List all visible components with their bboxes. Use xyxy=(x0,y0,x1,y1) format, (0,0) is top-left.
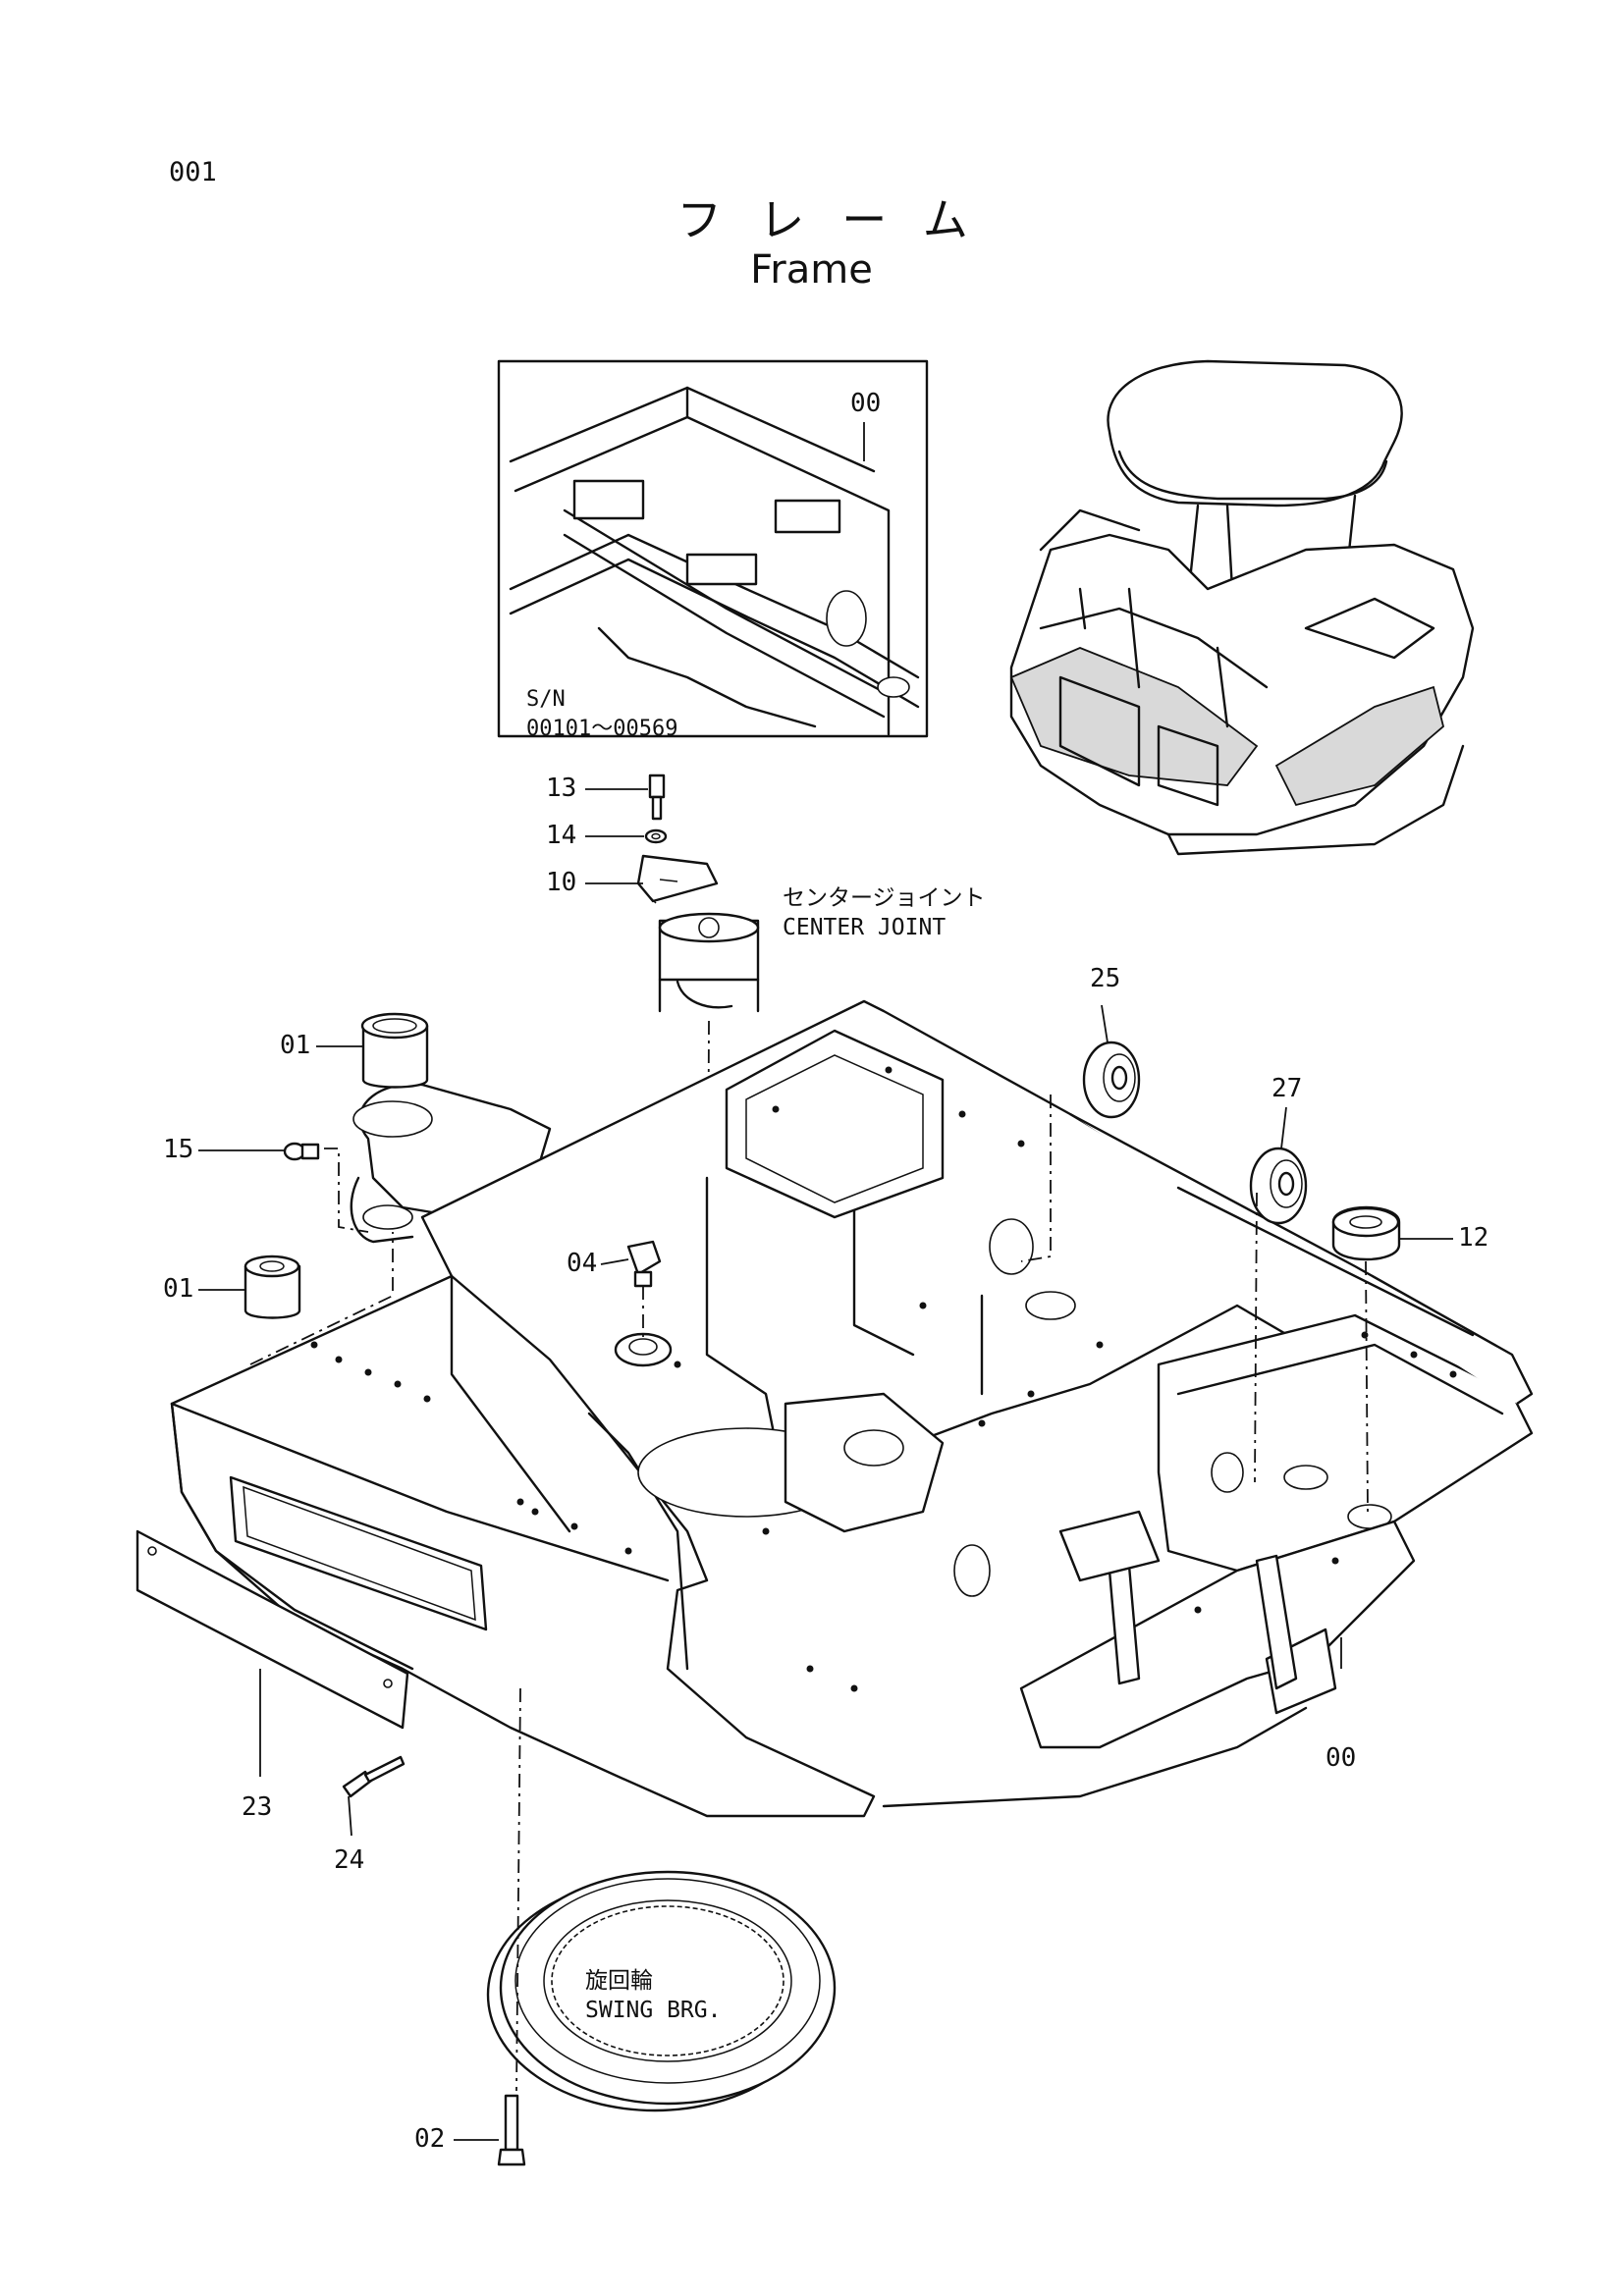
bushing-01-lower xyxy=(243,1255,301,1319)
rubber-mount-25 xyxy=(1082,1041,1141,1119)
bolt-13 xyxy=(648,774,666,821)
callout-00-frame: 00 xyxy=(1325,1743,1357,1773)
callout-14: 14 xyxy=(546,821,577,850)
inset-frame-detail xyxy=(497,359,929,738)
leader-lines xyxy=(198,788,1453,2141)
swing-bearing-label-en: SWING BRG. xyxy=(585,1998,722,2023)
callout-10: 10 xyxy=(546,868,577,897)
serial-label: S/N xyxy=(526,687,566,712)
callout-25: 25 xyxy=(1090,964,1121,993)
swing-bearing xyxy=(486,1870,837,2112)
centerlines xyxy=(249,1095,1369,2092)
bolt-02 xyxy=(497,2094,526,2166)
callout-00-inset: 00 xyxy=(850,389,882,418)
machine-overview-drawing xyxy=(1009,359,1475,856)
main-frame xyxy=(135,999,1534,1818)
callout-12: 12 xyxy=(1458,1223,1489,1253)
title-english: Frame xyxy=(750,247,873,293)
rubber-mount-27 xyxy=(1249,1147,1308,1225)
callout-04: 04 xyxy=(567,1249,598,1278)
center-joint-label-en: CENTER JOINT xyxy=(783,915,947,940)
swing-bearing-label-jp: 旋回輪 xyxy=(585,1968,653,1994)
callout-13: 13 xyxy=(546,774,577,803)
callout-01-upper: 01 xyxy=(280,1031,311,1060)
grease-fitting-15 xyxy=(283,1142,320,1161)
serial-range: 00101～00569 xyxy=(526,717,678,741)
serial-number-note: S/N 00101～00569 xyxy=(526,685,677,744)
washer-14 xyxy=(644,828,668,844)
callout-01-lower: 01 xyxy=(163,1274,194,1304)
callout-27: 27 xyxy=(1271,1074,1303,1103)
callout-15: 15 xyxy=(163,1135,194,1164)
swing-bearing-caption: 旋回輪 SWING BRG. xyxy=(585,1966,721,2025)
title-japanese: フレーム xyxy=(676,193,1005,246)
rubber-mount-12 xyxy=(1331,1205,1401,1261)
callout-02: 02 xyxy=(414,2124,446,2154)
plate-10 xyxy=(636,854,719,904)
callout-23: 23 xyxy=(242,1792,273,1822)
center-joint-label-jp: センタージョイント xyxy=(783,885,986,911)
center-joint-caption: センタージョイント CENTER JOINT xyxy=(783,883,986,942)
page-number: 001 xyxy=(169,157,217,187)
bolt-holes xyxy=(310,1066,1457,1692)
bushing-01-upper xyxy=(360,1012,429,1089)
screw-24 xyxy=(342,1755,406,1798)
callout-24: 24 xyxy=(334,1845,365,1875)
